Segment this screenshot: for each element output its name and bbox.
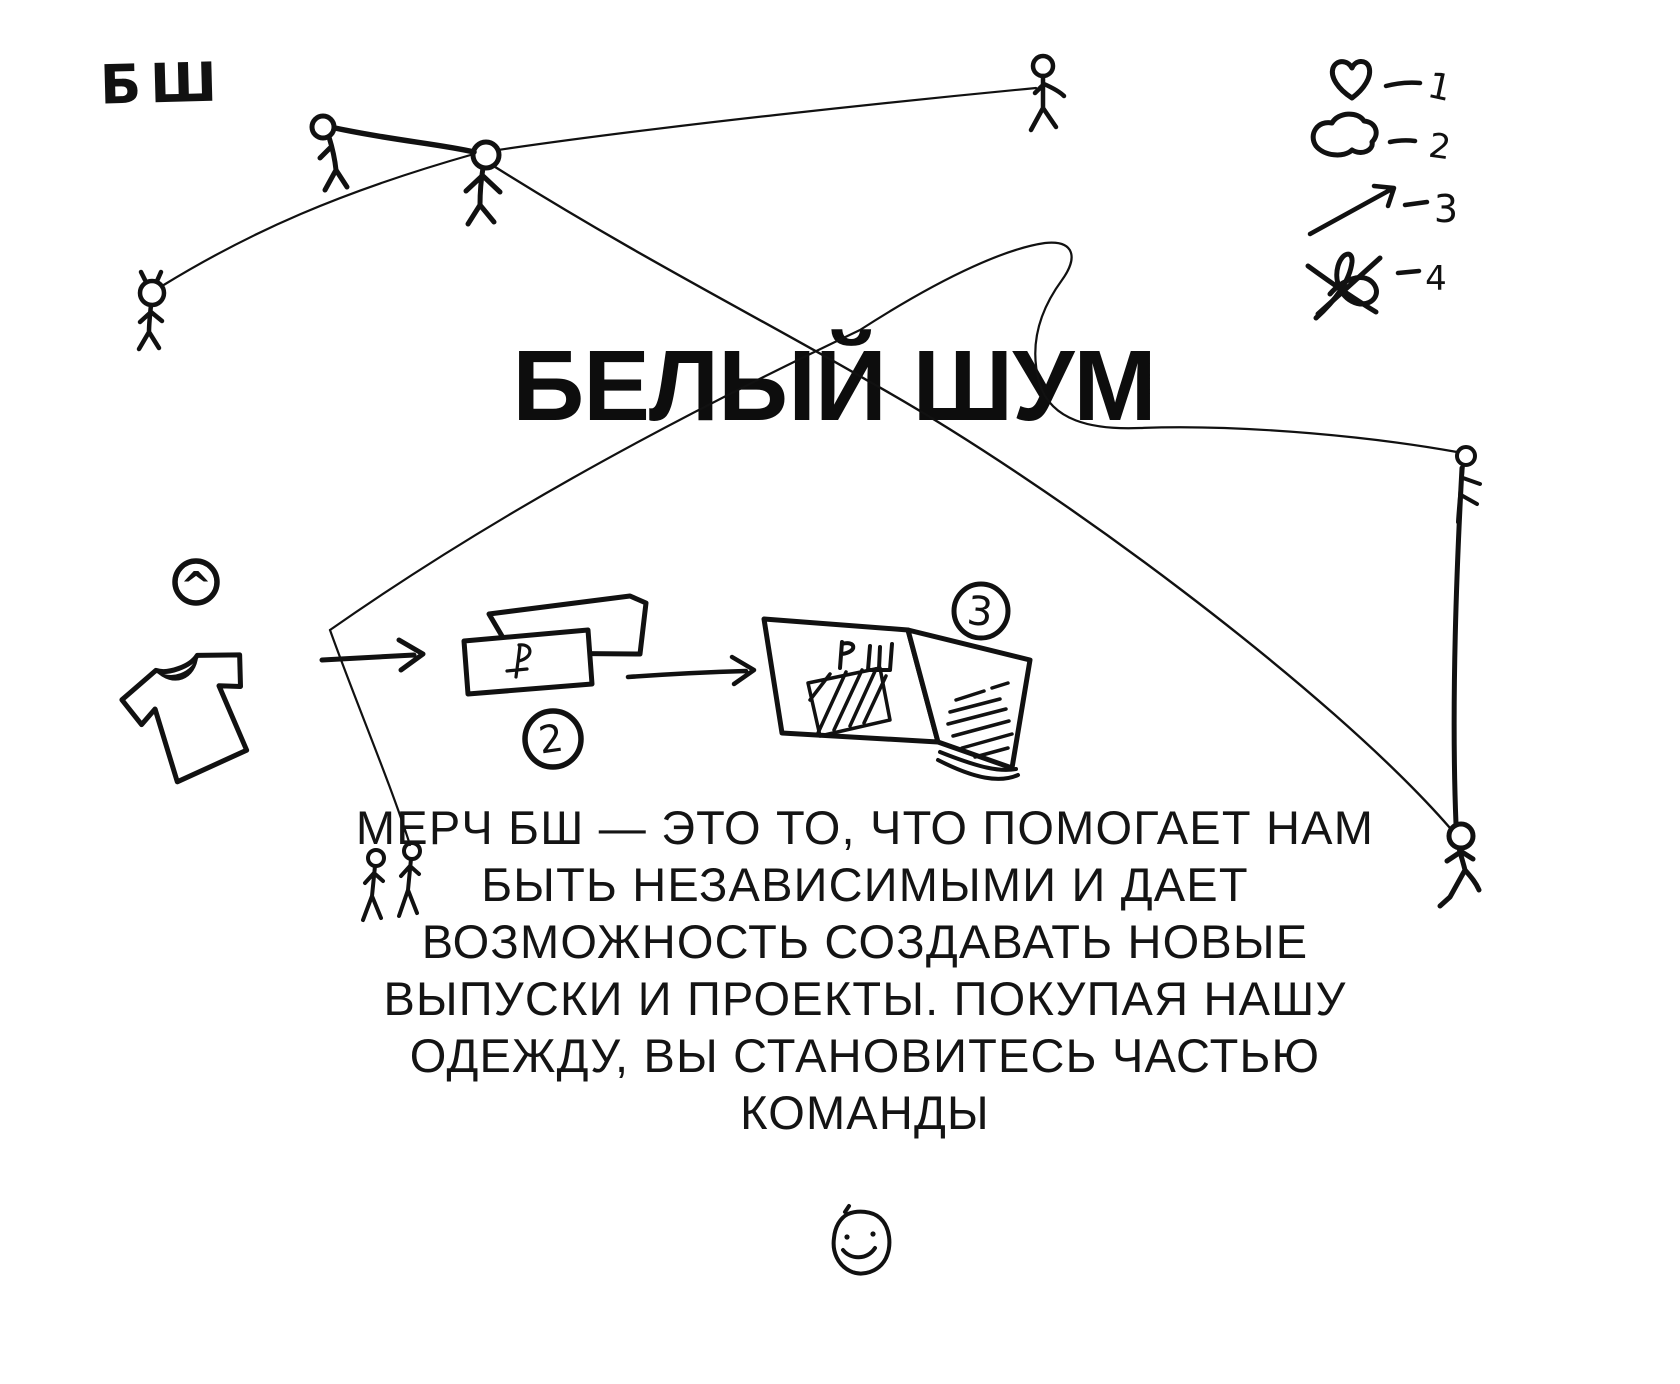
stick-figure-top-left: [309, 113, 350, 193]
legend-dash: [1387, 138, 1418, 145]
connection-lines: [160, 86, 1465, 847]
legend-label-2: 2: [1426, 126, 1453, 169]
legend-dash: [1402, 199, 1430, 208]
legend-dash: [1395, 268, 1422, 276]
arrow-right-icon: [625, 654, 757, 687]
arrow-right-icon: [319, 637, 426, 673]
ruble-sign-icon: [505, 643, 532, 679]
stick-figure-left: [136, 269, 167, 352]
step-circle-2: 2: [522, 708, 584, 770]
legend-label-4: 4: [1425, 259, 1447, 299]
cloud-icon: [1310, 111, 1379, 158]
step-circle-3: 3: [951, 581, 1011, 641]
brand-logo: БШ: [99, 50, 227, 117]
legend-label-1: 1: [1424, 65, 1455, 110]
merch-paragraph: МЕРЧ БШ — ЭТО ТО, ЧТО ПОМОГАЕТ НАМ БЫТЬ …: [355, 801, 1375, 1139]
legend-dash: [1383, 80, 1423, 89]
banknotes-sketch: [461, 593, 649, 697]
scribble-icon: [1305, 251, 1383, 321]
legend-label-3: 3: [1434, 187, 1458, 231]
stick-figure-walking: [1028, 53, 1067, 133]
heart-icon: [1329, 59, 1373, 101]
stick-figure-junction: [463, 139, 503, 227]
magazine-page-letters: [838, 640, 894, 672]
page-title: БЕЛЫЙ ШУМ: [512, 330, 1156, 442]
arrow-icon: [1307, 183, 1397, 237]
step-2-label: 2: [536, 716, 566, 763]
stick-figure-right-top: [1455, 445, 1482, 524]
magazine-hatched-image: [806, 666, 892, 738]
legend: 1 2 3 4: [1305, 59, 1458, 321]
magazine-sketch: [761, 616, 1033, 781]
magazine-text-lines: [946, 681, 1014, 759]
step-circle-1: ^: [172, 558, 220, 608]
step-3-label: 3: [965, 588, 995, 636]
tshirt-sketch: [119, 652, 250, 785]
smiley-face-icon: [831, 1204, 892, 1276]
step-1-label: ^: [180, 564, 212, 608]
